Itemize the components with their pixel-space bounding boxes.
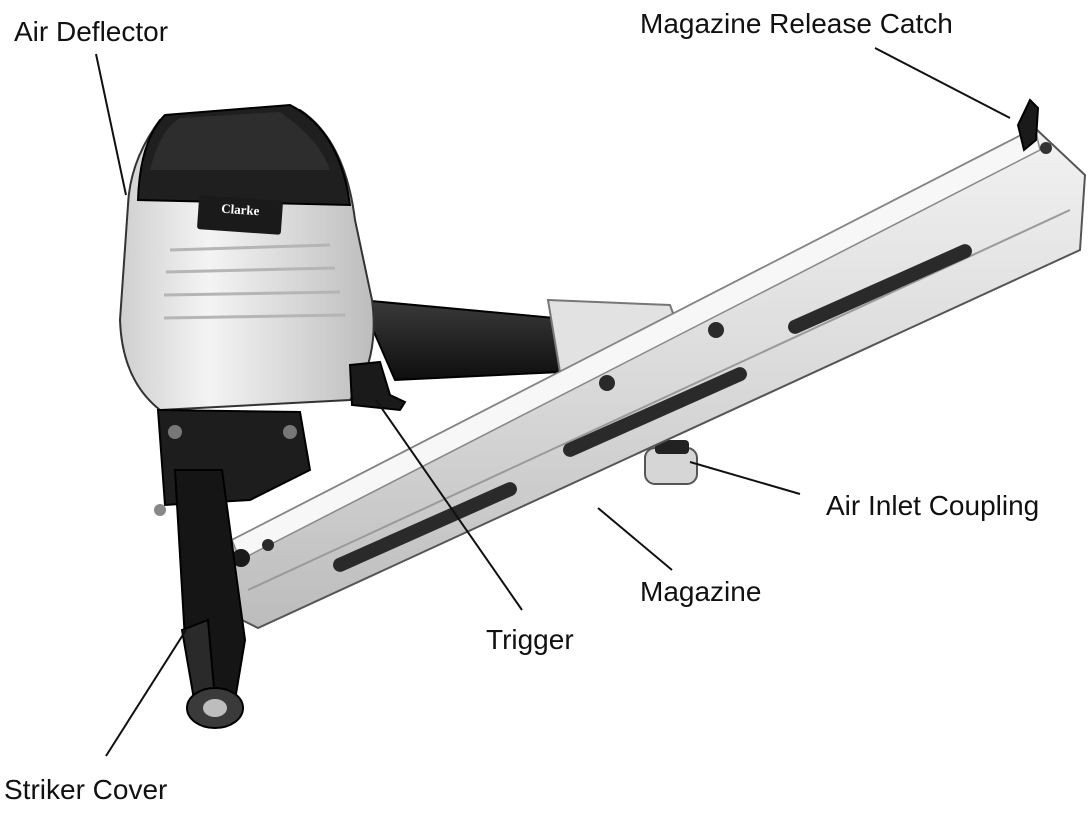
brand-badge-text: Clarke: [221, 201, 260, 219]
leader-magazine-release: [874, 47, 1011, 119]
leader-air-inlet: [689, 461, 801, 495]
trigger-part: [348, 360, 407, 412]
label-air-deflector: Air Deflector: [14, 16, 169, 47]
label-air-inlet-coupling: Air Inlet Coupling: [826, 490, 1040, 521]
motor-body: Clarke: [118, 103, 375, 412]
label-trigger: Trigger: [486, 624, 574, 655]
leader-magazine: [597, 507, 673, 571]
leader-striker-cover: [105, 629, 187, 757]
leader-air-deflector: [95, 53, 127, 196]
label-magazine: Magazine: [640, 576, 762, 607]
nose-assembly: [154, 408, 312, 729]
label-magazine-release-catch: Magazine Release Catch: [640, 8, 953, 39]
leader-trigger: [375, 399, 523, 611]
air-inlet-coupling-part: [644, 440, 698, 485]
label-striker-cover: Striker Cover: [4, 774, 168, 805]
magazine-release-catch-part: [1016, 98, 1052, 154]
